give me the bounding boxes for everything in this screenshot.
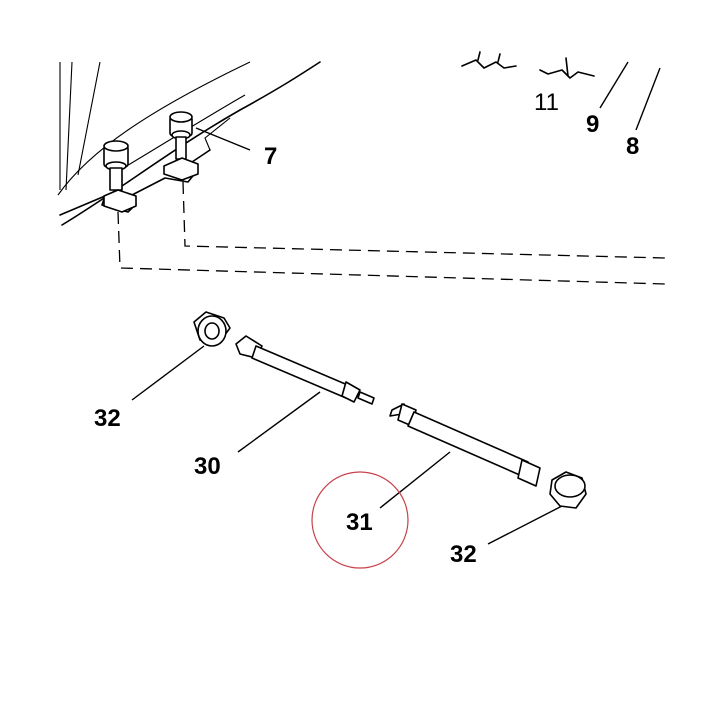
leader-32-left [131, 345, 205, 401]
leader-31 [379, 451, 451, 509]
stud-left [103, 140, 137, 213]
callout-31-highlight-circle [311, 471, 409, 569]
assembly-dashed-lines [117, 181, 666, 285]
callout-8[interactable]: 8 [626, 133, 639, 160]
leader-8 [635, 67, 661, 131]
callout-7[interactable]: 7 [264, 143, 277, 170]
callout-9[interactable]: 9 [586, 111, 599, 138]
leader-32-right [487, 505, 563, 545]
callout-31[interactable]: 31 [346, 509, 373, 536]
leader-lines [131, 61, 661, 545]
rod-30 [235, 335, 375, 405]
callout-11[interactable]: 11 [534, 89, 559, 116]
callout-32-left[interactable]: 32 [94, 405, 121, 432]
leader-30 [237, 391, 321, 453]
body-panel-outline [57, 61, 321, 226]
bushing-32-left [193, 311, 231, 347]
leader-9 [599, 61, 629, 109]
bushing-32-right [549, 471, 587, 509]
stud-right [163, 111, 199, 181]
callout-32-right[interactable]: 32 [450, 541, 477, 568]
callout-labels: 7 8 9 11 32 30 31 32 [94, 89, 639, 568]
upper-part-fragments [461, 51, 595, 79]
leader-7 [195, 127, 251, 151]
rod-31 [389, 403, 541, 487]
callout-30[interactable]: 30 [194, 453, 221, 480]
